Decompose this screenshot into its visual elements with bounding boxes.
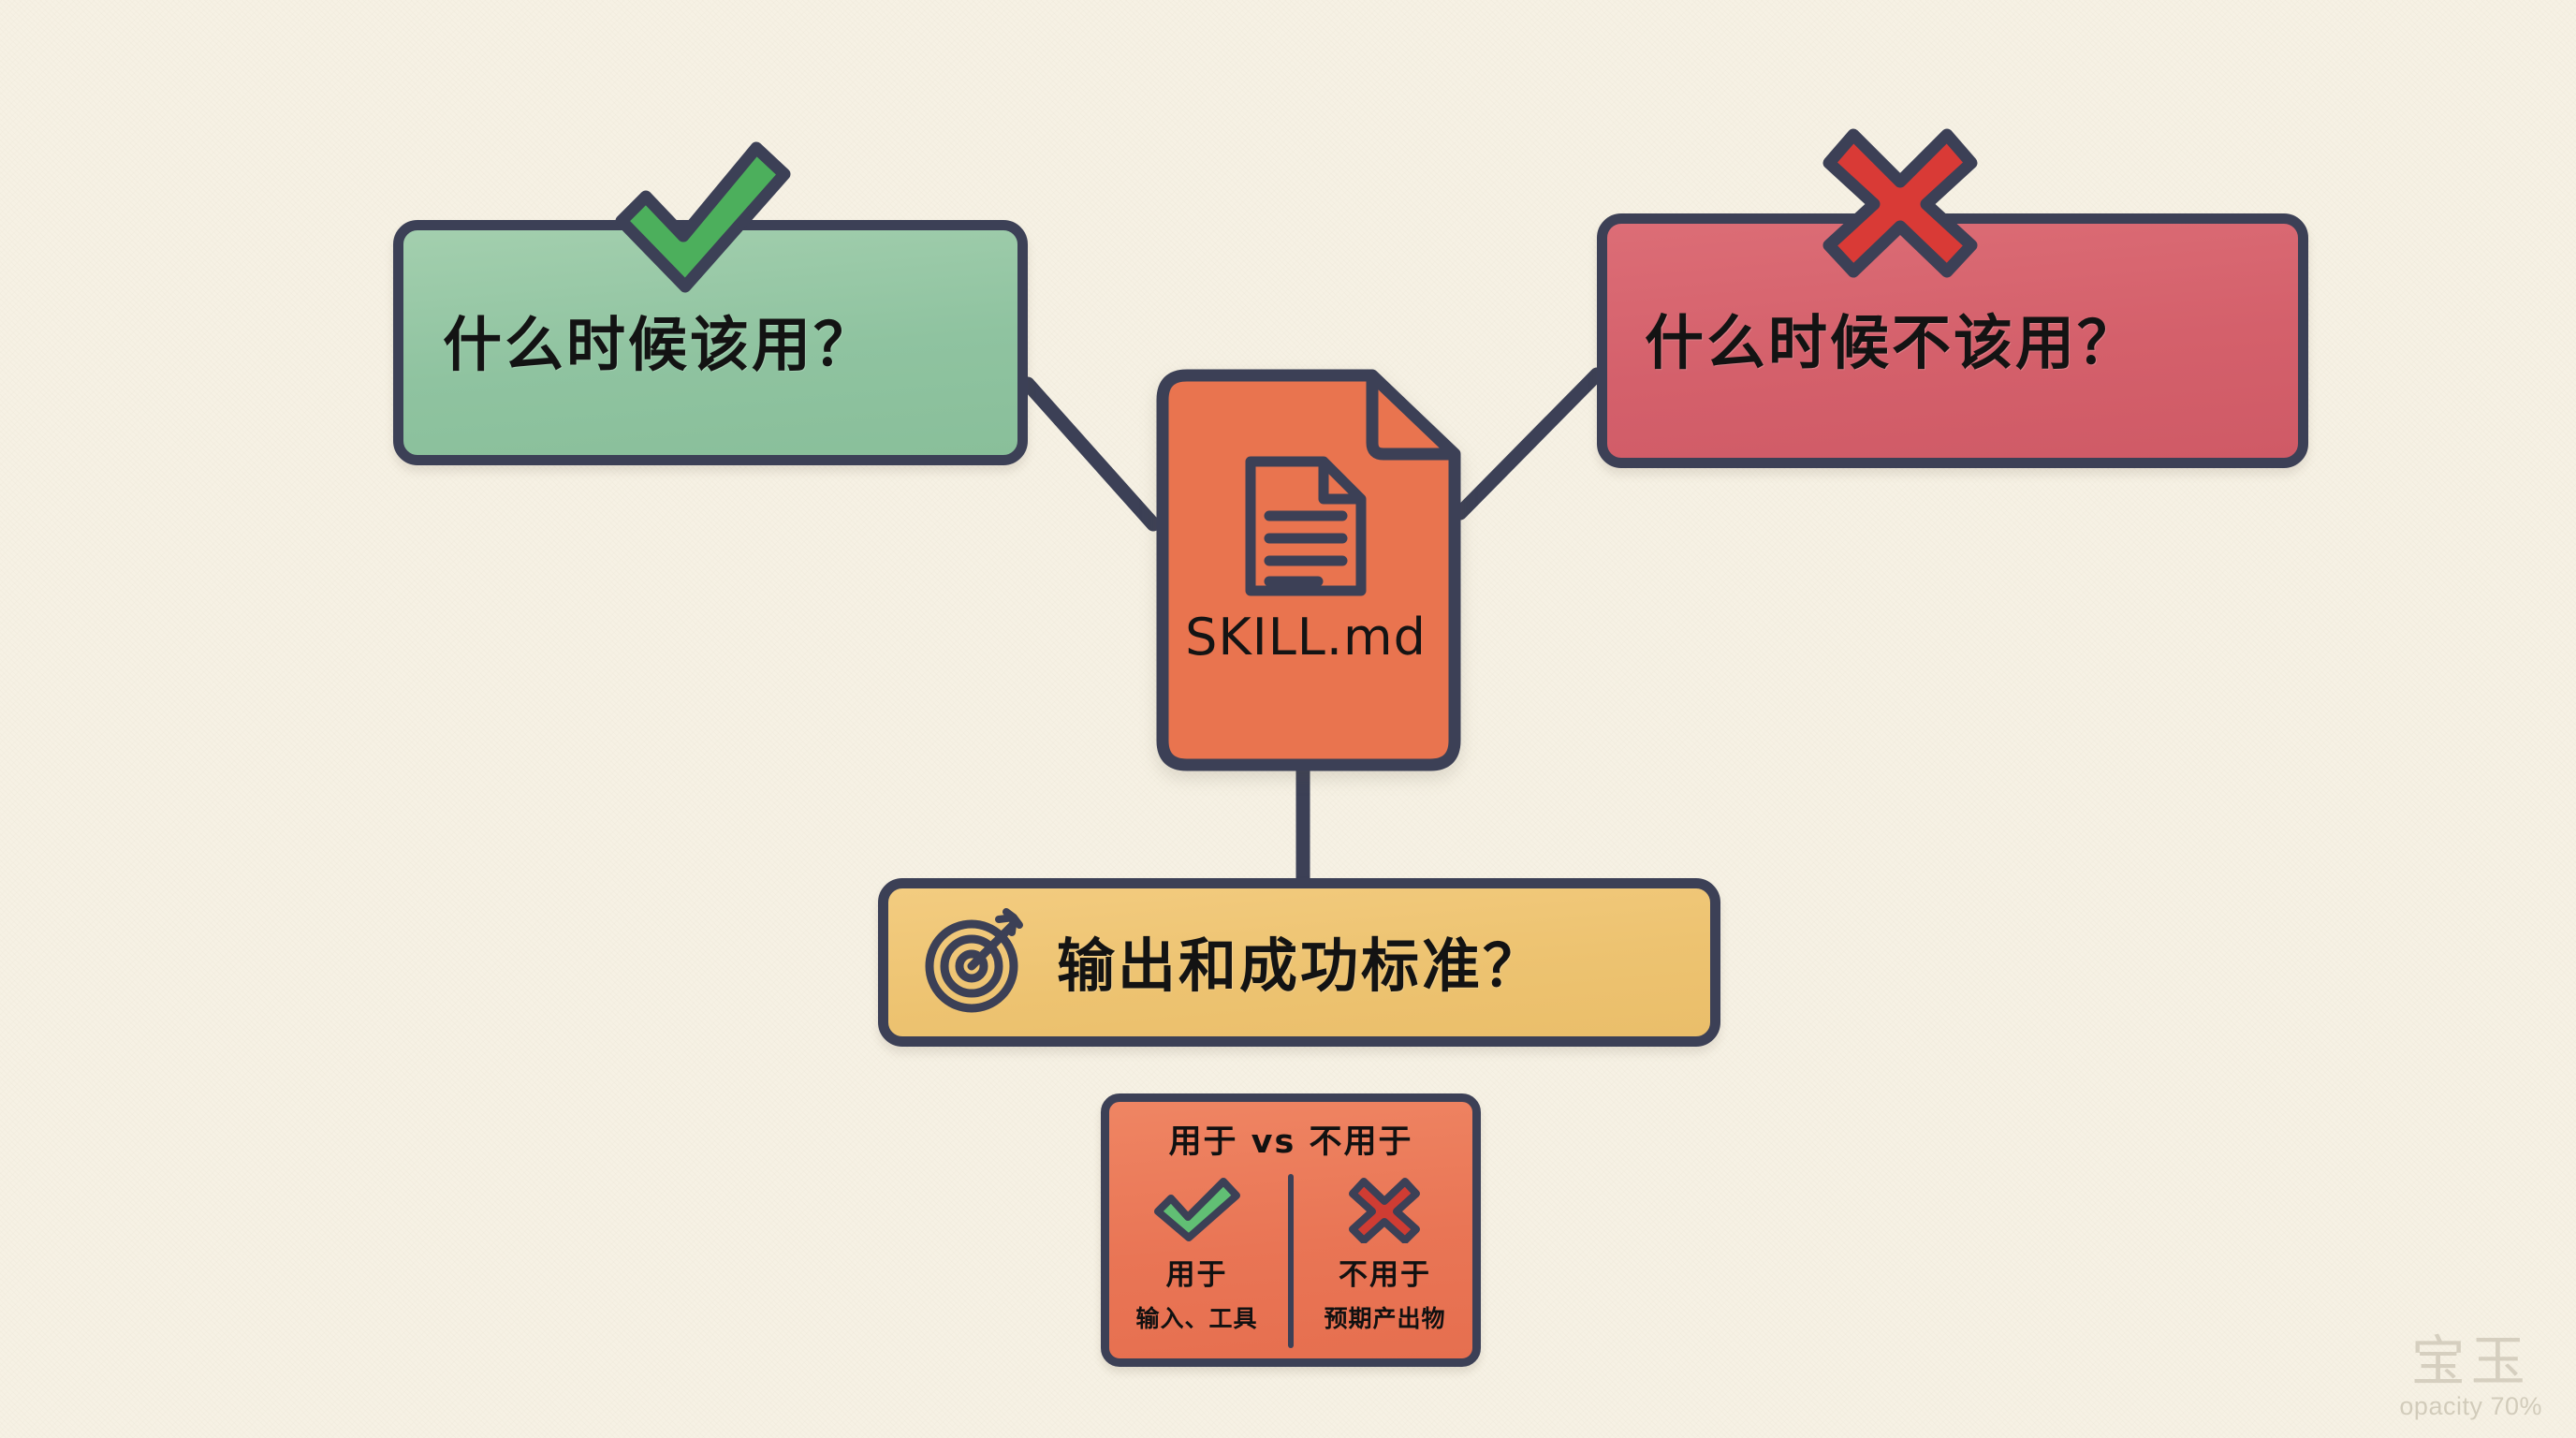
legend-column-not-use: 不用于 预期产出物: [1307, 1172, 1463, 1356]
connector-green-to-skill: [1020, 376, 1161, 532]
legend-column-use-label: 用于: [1165, 1258, 1228, 1292]
watermark-note: opacity 70%: [2399, 1392, 2542, 1420]
target-icon: [920, 908, 1029, 1017]
legend-column-not-use-label: 不用于: [1338, 1258, 1431, 1292]
cross-icon: [1347, 1176, 1422, 1244]
cross-icon: [1816, 122, 1984, 286]
check-icon: [608, 131, 796, 304]
legend-card-title: 用于 vs 不用于: [1168, 1123, 1413, 1161]
branch-when-not-to-use-label: 什么时候不该用？: [1645, 308, 2139, 377]
watermark: 宝玉 opacity 70%: [2399, 1333, 2542, 1421]
legend-card-use-vs-not-use[interactable]: 用于 vs 不用于 用于 输入、工具 不用于 预期产出物: [1101, 1093, 1481, 1367]
branch-when-to-use-label: 什么时候该用？: [443, 310, 875, 379]
branch-output-criteria[interactable]: 输出和成功标准？: [878, 878, 1720, 1047]
watermark-mark: 宝玉: [2410, 1329, 2531, 1394]
legend-column-divider: [1288, 1174, 1294, 1348]
document-icon: [1245, 456, 1367, 596]
check-icon: [1152, 1176, 1242, 1243]
branch-output-criteria-label: 输出和成功标准？: [1057, 932, 1544, 1000]
legend-column-use-sublabel: 输入、工具: [1135, 1305, 1258, 1332]
legend-column-use: 用于 输入、工具: [1119, 1172, 1275, 1356]
skill-document-label: SKILL.md: [1185, 608, 1427, 667]
connector-red-to-skill: [1453, 367, 1604, 521]
skill-document-node[interactable]: SKILL.md: [1149, 368, 1462, 772]
legend-column-not-use-sublabel: 预期产出物: [1324, 1305, 1446, 1332]
